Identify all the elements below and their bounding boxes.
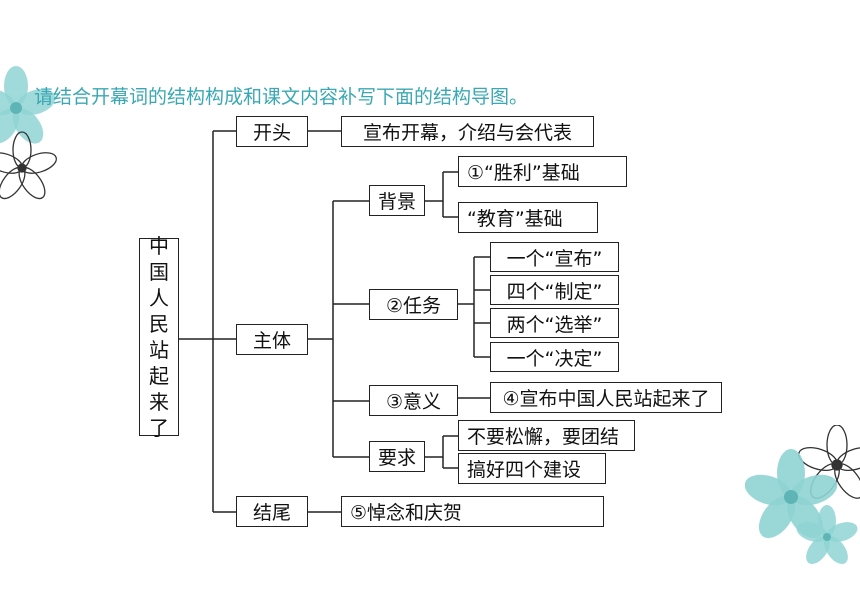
root-char: 起 [149,364,169,388]
task-item: 两个“选举” [490,308,619,338]
requirements-item: 不要松懈，要团结 [458,420,635,451]
task-item: 一个“决定” [490,342,619,372]
task-item: 一个“宣布” [490,242,619,272]
flower-icon-top-left [0,66,57,200]
root-char: 了 [149,416,169,440]
root-char: 人 [149,286,169,310]
opening-content: 宣布开幕，介绍与会代表 [341,116,594,147]
requirements-label: 要求 [369,441,425,472]
ending-content: ⑤悼念和庆贺 [341,496,604,527]
significance-label: ③意义 [369,385,458,416]
root-char: 国 [149,260,169,284]
opening-label: 开头 [236,116,308,147]
ending-label: 结尾 [236,496,308,527]
requirements-item: 搞好四个建设 [458,453,606,484]
root-box: 中 国 人 民 站 起 来 了 [139,234,179,440]
flower-icon-bottom-right [745,425,860,564]
root-char: 民 [149,312,169,336]
root-char: 来 [149,390,169,414]
root-char: 站 [149,338,169,362]
background-label: 背景 [369,185,425,216]
task-item: 四个“制定” [490,275,619,305]
root-char: 中 [149,234,169,258]
background-item: ①“胜利”基础 [458,156,627,187]
instruction-text: 请结合开幕词的结构构成和课文内容补写下面的结构导图。 [34,86,529,108]
significance-content: ④宣布中国人民站起来了 [490,382,722,413]
body-label: 主体 [236,324,308,355]
task-label: ②任务 [369,289,458,320]
background-item: “教育”基础 [458,202,598,233]
